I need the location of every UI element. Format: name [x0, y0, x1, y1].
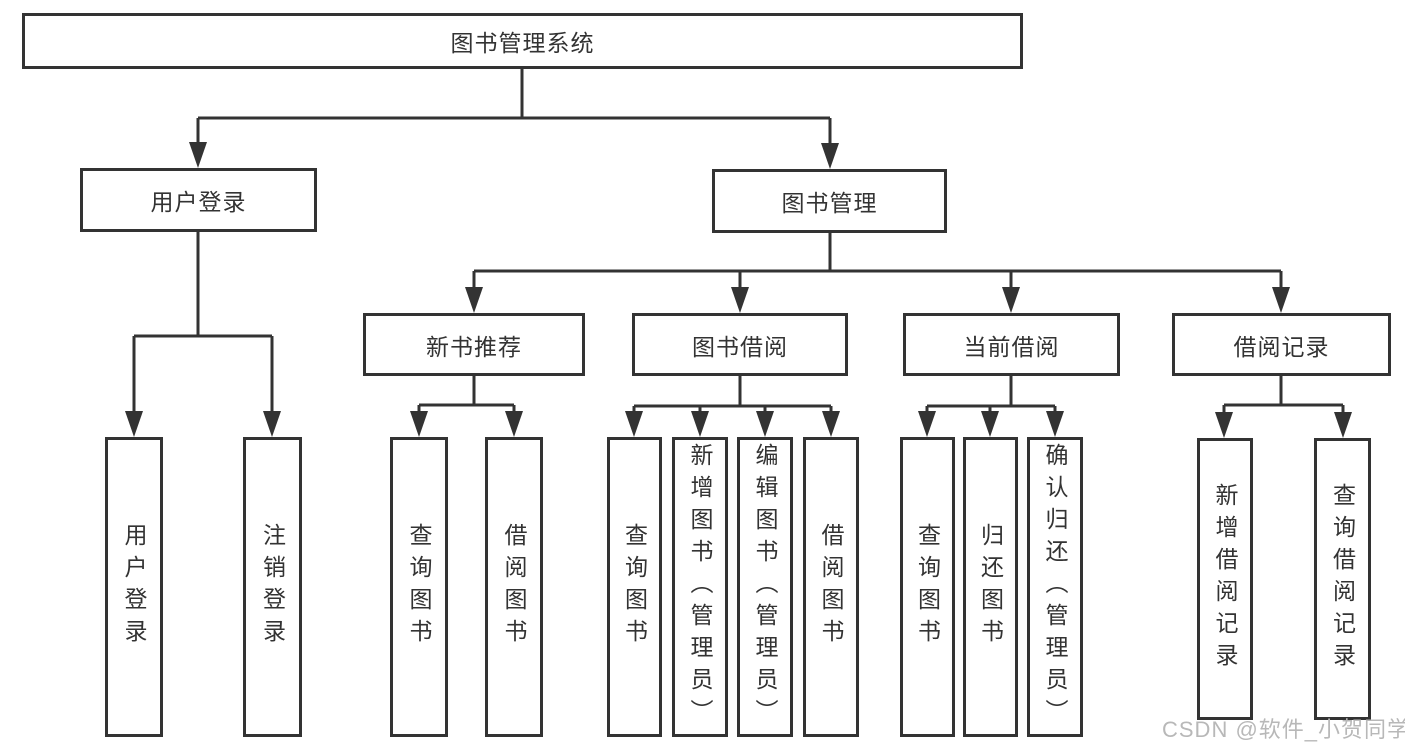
node-new-book-recommendation: 新书推荐: [363, 313, 585, 376]
csdn-watermark: CSDN @软件_小贺同学: [1162, 717, 1405, 742]
node-book-borrowing: 图书借阅: [632, 313, 848, 376]
connector-records-to-leaves: [1222, 376, 1345, 414]
leaf-label: 查询图书: [621, 523, 648, 651]
leaf-label: 查询图书: [914, 523, 941, 651]
node-user-login: 用户登录: [80, 168, 317, 232]
node-label: 图书借阅: [692, 333, 788, 360]
arrowhead: [410, 411, 428, 437]
arrowhead: [625, 411, 643, 437]
leaf-add-borrow-record: 新增借阅记录: [1197, 438, 1253, 720]
connector-bookmgmt-to-level3: [472, 233, 1283, 289]
arrowhead: [822, 411, 840, 437]
connector-newbook-to-leaves: [417, 376, 516, 413]
arrowhead: [731, 287, 749, 313]
node-borrowing-records: 借阅记录: [1172, 313, 1391, 376]
node-label: 当前借阅: [963, 333, 1060, 360]
leaf-query-books: 查询图书: [390, 437, 448, 737]
node-label: 图书管理: [781, 190, 878, 216]
arrowhead: [691, 411, 709, 437]
leaf-add-books-admin: 新增图书（管理员）: [672, 437, 728, 737]
leaf-edit-books-admin: 编辑图书（管理员）: [737, 437, 793, 737]
arrowhead: [505, 411, 523, 437]
leaf-label: 借阅图书: [501, 523, 527, 651]
leaf-borrow-books: 借阅图书: [803, 437, 859, 737]
arrowhead: [918, 411, 936, 437]
leaf-label: 编辑图书（管理员）: [752, 443, 778, 731]
arrowhead: [125, 411, 143, 437]
arrowhead: [756, 411, 774, 437]
connector-userlogin-to-leaves: [132, 232, 274, 413]
arrowhead: [189, 142, 207, 168]
connector-bookborrow-to-leaves: [632, 376, 833, 413]
connector-currentborrow-to-leaves: [925, 376, 1057, 413]
leaf-label: 新增借阅记录: [1212, 483, 1238, 675]
arrowhead: [1272, 287, 1290, 313]
node-current-borrowing: 当前借阅: [903, 313, 1120, 376]
leaf-query-books: 查询图书: [900, 437, 955, 737]
leaf-logout: 注销登录: [243, 437, 302, 737]
leaf-label: 注销登录: [259, 523, 286, 651]
arrowhead: [1046, 411, 1064, 437]
connector-root-to-level2: [196, 69, 832, 145]
leaf-return-books: 归还图书: [963, 437, 1018, 737]
leaf-label: 借阅图书: [818, 523, 844, 651]
arrowhead: [821, 143, 839, 169]
leaf-label: 确认归还（管理员）: [1042, 443, 1068, 731]
leaf-label: 用户登录: [121, 523, 147, 651]
node-library-management-system: 图书管理系统: [22, 13, 1023, 69]
leaf-query-borrow-record: 查询借阅记录: [1314, 438, 1371, 720]
node-label: 新书推荐: [426, 333, 522, 360]
leaf-label: 查询借阅记录: [1329, 483, 1356, 675]
arrowhead: [1002, 287, 1020, 313]
leaf-label: 归还图书: [977, 523, 1004, 651]
leaf-query-books: 查询图书: [607, 437, 662, 737]
node-book-management: 图书管理: [712, 169, 947, 233]
leaf-user-login: 用户登录: [105, 437, 163, 737]
arrowhead: [263, 411, 281, 437]
leaf-label: 新增图书（管理员）: [687, 443, 713, 731]
node-label: 借阅记录: [1233, 333, 1330, 360]
arrowhead: [1215, 412, 1233, 438]
arrowhead: [1334, 412, 1352, 438]
leaf-confirm-return-admin: 确认归还（管理员）: [1027, 437, 1083, 737]
node-label: 用户登录: [150, 189, 247, 215]
leaf-borrow-books: 借阅图书: [485, 437, 543, 737]
node-label: 图书管理系统: [450, 30, 595, 56]
leaf-label: 查询图书: [406, 523, 432, 651]
arrowhead: [981, 411, 999, 437]
arrowhead: [465, 287, 483, 313]
